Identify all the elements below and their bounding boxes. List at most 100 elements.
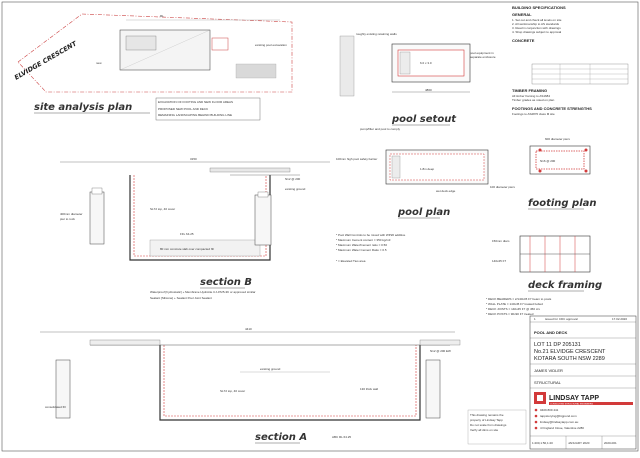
svg-text:* DECK JOISTS = 140x45 F7 @ 45: * DECK JOISTS = 140x45 F7 @ 450 crs [486,307,540,311]
svg-text:100 diameter piers: 100 diameter piers [490,185,515,189]
email-icon [534,414,538,418]
svg-text:Do not scale from drawings: Do not scale from drawings [470,423,507,427]
project-name: POOL AND DECK [534,330,567,335]
street-label: ELVIDGE CRESCENT [13,39,79,81]
svg-text:FFL 64.25: FFL 64.25 [180,232,194,236]
general-heading: GENERAL [512,12,532,17]
scale: 1:200,1:50,1:20 [532,441,553,445]
svg-text:existing ground: existing ground [260,367,281,371]
svg-text:ABC RL 64.25: ABC RL 64.25 [332,435,351,439]
issue-date: 17.02.2020 [612,317,627,321]
title-pool-setout: pool setout [391,114,457,125]
footing-plan: N16 @ 200 100 diameter piers footing pla… [490,137,597,210]
section-a: 4410 existing ground SL72 top, 40 cover … [40,327,461,444]
title-site-analysis: site analysis plan [34,102,132,113]
footing-heading: FOOTINGS AND CONCRETE STRENGTHS [512,106,592,111]
svg-text:pool equipment in: pool equipment in [470,51,494,55]
firm-email-1: tappstorying@bigpond.com [540,414,577,418]
svg-text:1. Set out and check all level: 1. Set out and check all levels on site [512,18,562,22]
svg-text:separate enclosure: separate enclosure [470,55,496,59]
svg-text:130 thick wall: 130 thick wall [360,387,378,391]
lot-number: LOT 11 DP 205131 [534,342,581,348]
firm-address: 4 Fingland Close, Valentine 2280 [540,426,584,430]
svg-text:3. Read in conjunction with dr: 3. Read in conjunction with drawings [512,26,561,30]
dim-section-a: 4410 [245,327,252,331]
email-icon-2 [534,420,538,424]
svg-text:wet deck edge: wet deck edge [436,189,456,193]
general-notes: BUILDING SPECIFICATIONS GENERAL 1. Set o… [512,5,629,116]
title-section-b: section B [200,277,252,288]
pool-setout: 6.0 x 3.0 pool equipment in separate enc… [339,32,496,131]
svg-text:pump/filter and pool to comply: pump/filter and pool to comply [360,127,401,131]
svg-text:150mm diam: 150mm diam [492,239,510,243]
svg-text:140x45 F7: 140x45 F7 [492,259,507,263]
svg-text:N12 @ 200 EW: N12 @ 200 EW [430,349,451,353]
dim-pool-setout: 4860 [425,88,432,92]
svg-text:* = Elevated Ties area: * = Elevated Ties area [336,259,366,263]
bldg-spec-heading: BUILDING SPECIFICATIONS [512,5,566,10]
svg-text:6.0 x 3.0: 6.0 x 3.0 [420,61,432,65]
svg-text:600 diameter piers: 600 diameter piers [545,137,570,141]
svg-text:1.8m deep: 1.8m deep [420,167,435,171]
section-b: 3150 80 mm concrete slab over compacted … [60,157,330,300]
svg-text:100mm high pool safety barrier: 100mm high pool safety barrier [336,157,377,161]
phone-icon [534,408,538,412]
title-deck-framing: deck framing [528,280,602,291]
svg-text:* DECK BEARERS = 2/140x45 F7 b: * DECK BEARERS = 2/140x45 F7 beam to pos… [486,297,552,301]
pool-plan: 1.8m deep 100mm high pool safety barrier… [336,149,489,263]
svg-text:property of Lindsay Tapp: property of Lindsay Tapp [470,418,503,422]
svg-text:Verify all dims on site: Verify all dims on site [470,428,499,432]
svg-text:80 mm concrete slab over compa: 80 mm concrete slab over compacted fill [160,247,214,251]
excavation-note-1: EXCAVATION OF FOOTING AND NEW FLOOR AREA… [158,100,233,104]
svg-text:existing ground: existing ground [285,187,306,191]
title-pool-plan: pool plan [397,207,450,218]
site-analysis-plan: existing pool excavation existing pool f… [13,13,293,121]
client-name: JAMES VIDLER [534,368,563,373]
svg-text:All timber framing to AS1684: All timber framing to AS1684 [512,94,550,98]
drawing-number: 2020-001 [604,441,617,445]
firm-name: LINDSAY TAPP [549,395,599,402]
svg-text:RL: RL [160,14,164,18]
svg-text:4. Shop drawings subject to ap: 4. Shop drawings subject to approval [512,30,562,34]
excavation-note-2: PROPOSED NEW POOL AND DECK [158,107,208,111]
location-icon [534,426,538,430]
svg-text:existing pool excavation: existing pool excavation [255,43,287,47]
firm-email-2: lindsay@lindsaytapp.com.au [540,420,579,424]
excavation-note-3: REMAINING LANDSCAPING BEHIND BUILDING LI… [158,113,232,117]
svg-text:consolidated fill: consolidated fill [45,405,66,409]
sealant-note: Sealant [Silicone] + Sealant Pool Joint … [150,296,212,300]
svg-text:pier to rock: pier to rock [60,217,75,221]
svg-text:This drawing remains the: This drawing remains the [470,413,504,417]
svg-text:N16 @ 200: N16 @ 200 [540,159,556,163]
svg-text:Footings to AS2870 class M sit: Footings to AS2870 class M site [512,112,555,116]
svg-text:SL72 top, 40 cover: SL72 top, 40 cover [220,389,245,393]
title-section-a: section A [255,432,307,443]
deck-framing: 150mm diam 140x45 F7 deck framing * DECK… [486,235,602,316]
discipline: STRUCTURAL [534,380,562,385]
concrete-heading: CONCRETE [512,38,535,43]
svg-text:N12 @ 200: N12 @ 200 [285,177,301,181]
address-line-1: No.21 ELVIDGE CRESCENT [534,349,606,355]
svg-text:* Maximum Water/Cement ratio =: * Maximum Water/Cement ratio = 0.50 [336,243,387,247]
svg-text:SL72 top, 40 cover: SL72 top, 40 cover [150,207,175,211]
svg-text:* DECK POSTS = 90x90 F7 treate: * DECK POSTS = 90x90 F7 treated [486,312,534,316]
title-footing-plan: footing plan [528,198,597,209]
address-line-2: KOTARA SOUTH NSW 2289 [534,356,605,362]
firm-subtitle: CONSULTING STRUCTURAL ENGINEERS [550,403,593,406]
title-block: 1 issued for CDC approval 17.02.2020 POO… [529,315,637,450]
issue-no: 1 [534,317,536,321]
svg-text:* WALL PLATE = 140x45 F7 treat: * WALL PLATE = 140x45 F7 treated bolted [486,302,543,306]
svg-text:Timber grades as noted on plan: Timber grades as noted on plan [512,98,555,102]
timber-heading: TIMBER FRAMING [512,88,547,93]
svg-text:* Maximum Water Cement Ratio =: * Maximum Water Cement Ratio = 0.5 [336,248,387,252]
minor-notes: This drawing remains the property of Lin… [332,409,527,445]
svg-text:400mm diameter: 400mm diameter [60,212,83,216]
svg-text:2. All workmanship to AS stand: 2. All workmanship to AS standards [512,22,560,26]
svg-text:roughly existing retaining wal: roughly existing retaining walls [356,32,397,36]
issue-note: issued for CDC approval [545,317,578,321]
date: JANUARY 2020 [568,441,590,445]
waterproofing-note: Waterproof [hydrostatic] + Membrane Hydr… [150,290,256,294]
dim-section-b: 3150 [190,157,197,161]
